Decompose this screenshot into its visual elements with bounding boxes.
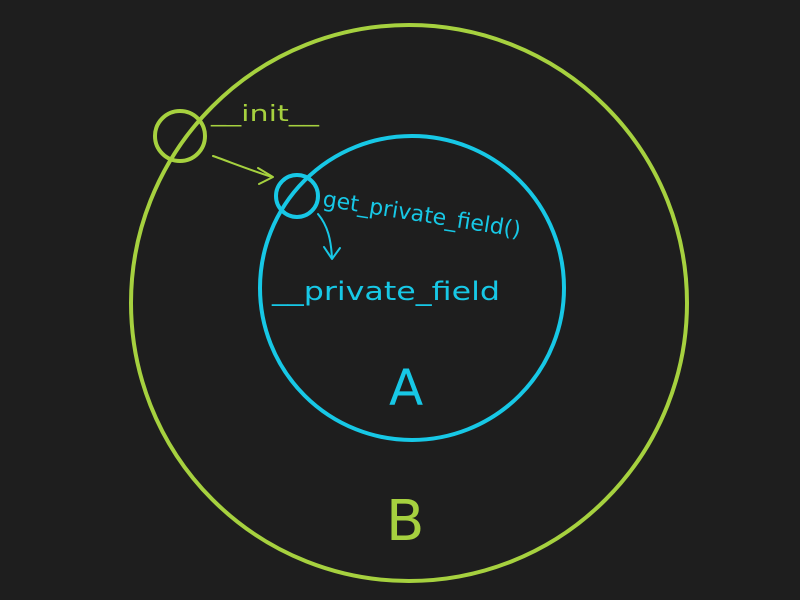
getter-to-field-arrow bbox=[317, 213, 341, 260]
outer-class-circle bbox=[129, 23, 689, 583]
getter-method-node bbox=[274, 173, 320, 219]
private-field-label: __private_field bbox=[271, 277, 500, 307]
init-to-getter-arrow bbox=[212, 155, 274, 185]
init-method-node bbox=[153, 109, 207, 163]
getter-method-label: get_private_field() bbox=[321, 187, 522, 243]
outer-class-label: B bbox=[386, 489, 424, 554]
inner-class-circle bbox=[258, 134, 566, 442]
inner-class-label: A bbox=[389, 359, 423, 417]
init-method-label: __init__ bbox=[210, 102, 321, 127]
